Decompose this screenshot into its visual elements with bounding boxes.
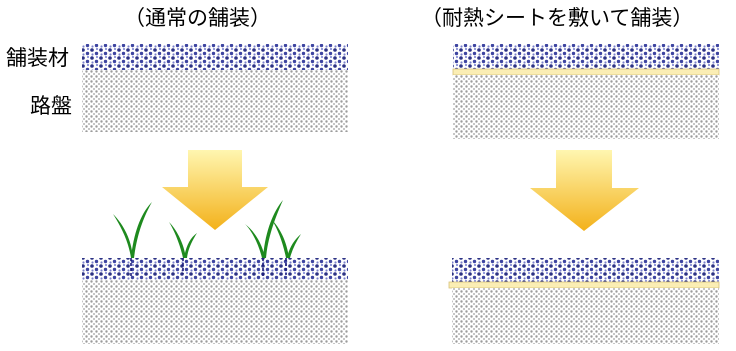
heat-sheet-layer — [452, 68, 720, 76]
weed-plant-2 — [169, 222, 197, 258]
roadbed-layer — [453, 75, 719, 139]
down-arrow-left — [162, 150, 268, 230]
weed-plant-1 — [113, 202, 152, 258]
weed-plant-3 — [245, 200, 283, 258]
roadbed-layer — [82, 70, 348, 132]
roadbed-layer — [82, 280, 348, 344]
label-roadbed: 路盤 — [30, 94, 72, 118]
roadbed-layer — [452, 288, 719, 344]
title-heat-resistant-sheet-paving: （耐熱シートを敷いて舗装） — [421, 6, 694, 30]
weed-plant-4 — [272, 220, 301, 258]
normal-before-section — [82, 44, 348, 132]
sheet-after-section — [448, 258, 720, 344]
title-normal-paving: （通常の舗装） — [124, 6, 271, 30]
down-arrow-right — [530, 150, 639, 231]
normal-after-section — [82, 258, 348, 344]
sheet-before-section — [452, 44, 720, 139]
paving-layer — [82, 44, 348, 70]
paving-layer — [82, 258, 348, 280]
paving-layer — [452, 258, 719, 282]
label-paving-material: 舗装材 — [6, 46, 69, 70]
heat-sheet-layer — [448, 281, 720, 289]
paving-layer — [453, 44, 719, 69]
